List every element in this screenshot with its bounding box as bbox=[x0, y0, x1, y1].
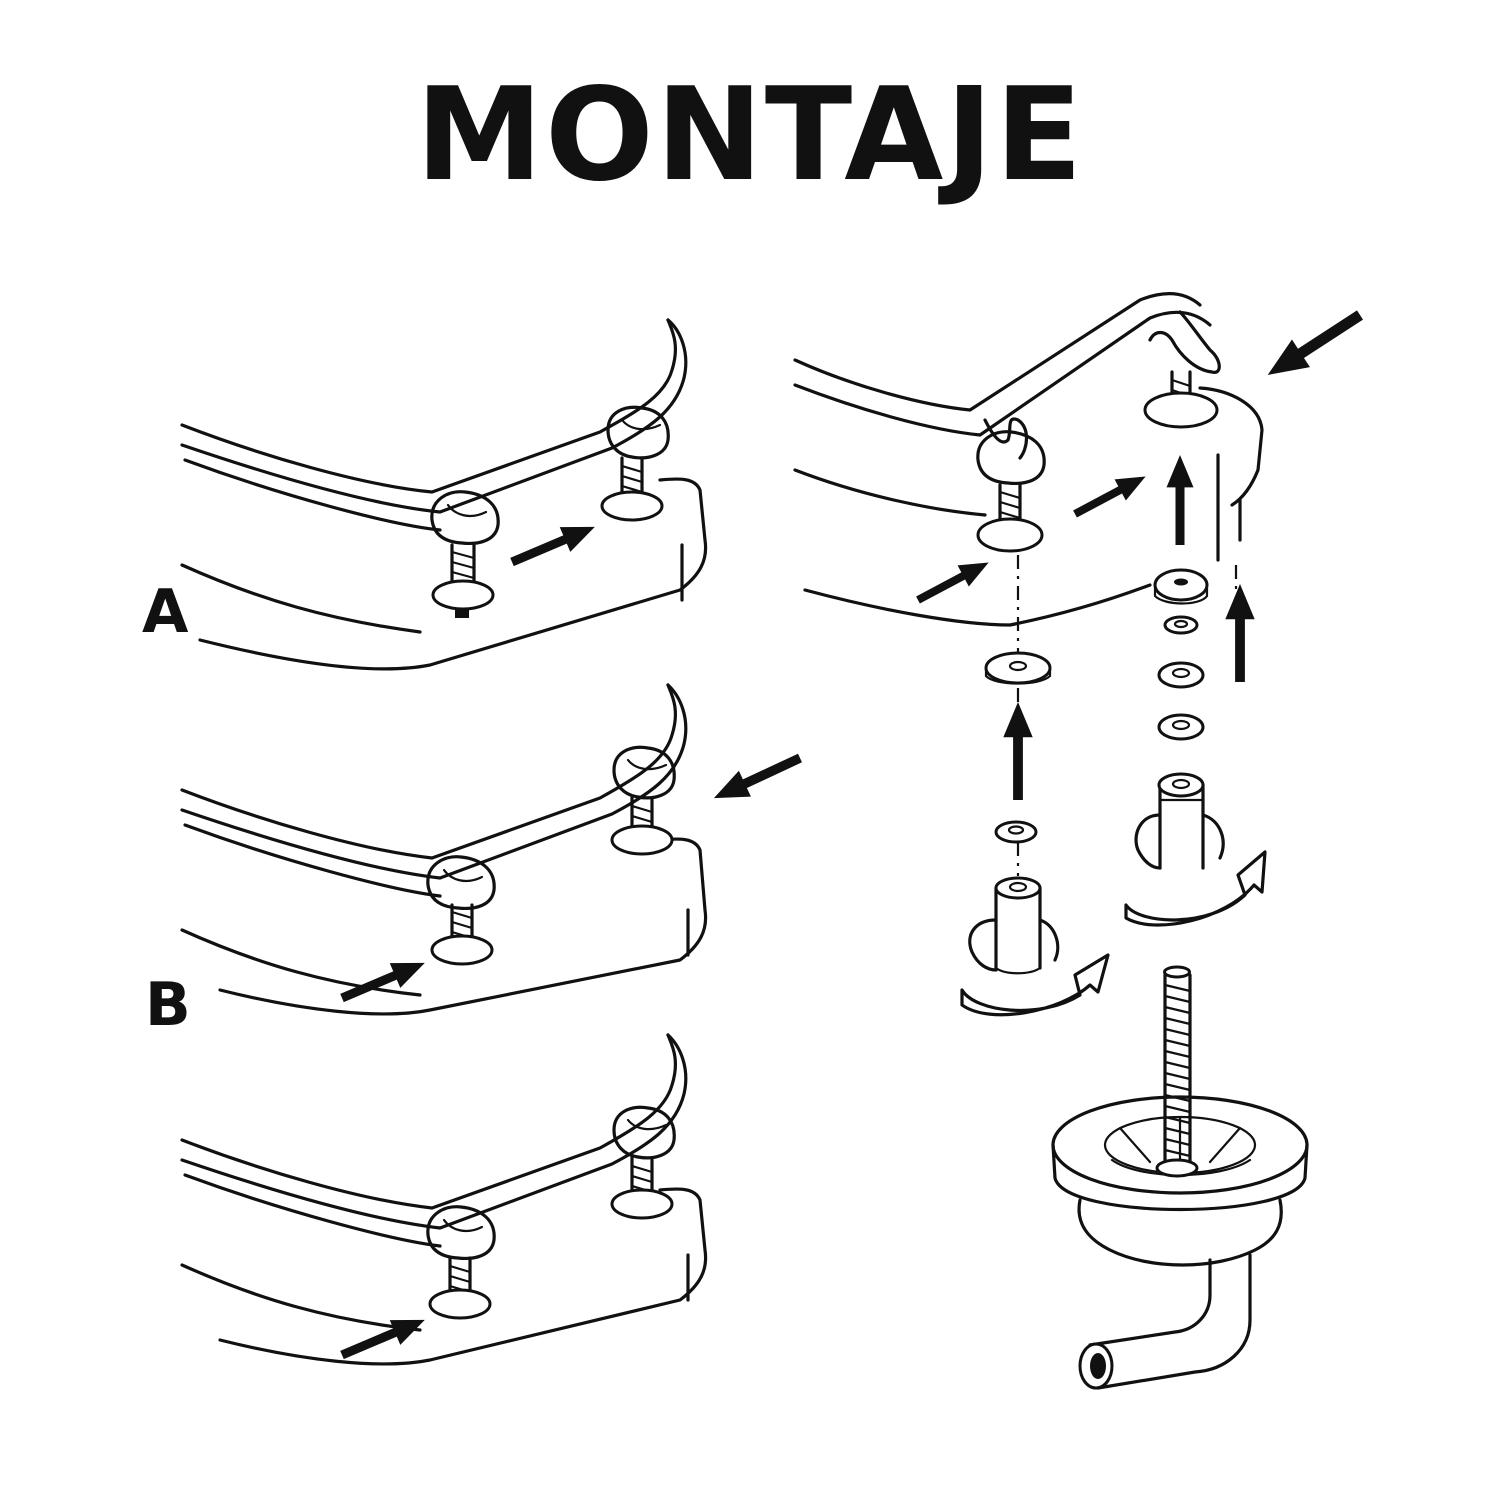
bolt-icon bbox=[610, 1156, 674, 1220]
bolt-icon bbox=[610, 796, 674, 856]
washer-icon bbox=[984, 651, 1052, 685]
pipe-icon bbox=[1078, 1253, 1252, 1390]
arrow-icon bbox=[1069, 465, 1152, 525]
expansion-plug-icon bbox=[1134, 772, 1225, 870]
hinge-left-c bbox=[426, 1205, 496, 1261]
rubber-grommet-icon bbox=[1051, 1095, 1309, 1267]
page-title: MONTAJE bbox=[415, 61, 1085, 210]
arrow-icon bbox=[1225, 584, 1255, 682]
arrow-icon bbox=[1166, 455, 1194, 545]
bolt-icon bbox=[600, 456, 664, 522]
expansion-plug-icon bbox=[968, 876, 1060, 975]
bolt-icon bbox=[1143, 370, 1219, 429]
panel-b bbox=[180, 683, 807, 1016]
bolt-icon bbox=[430, 903, 494, 966]
rotation-arrow-icon bbox=[960, 953, 1110, 1017]
toilet-lid-b bbox=[180, 683, 708, 1016]
toilet-lid-exploded bbox=[793, 292, 1264, 627]
toilet-lid-c bbox=[180, 1033, 708, 1366]
toilet-lid-a bbox=[180, 318, 708, 671]
hinge-right-b bbox=[612, 745, 676, 800]
long-bolt-icon bbox=[1163, 965, 1192, 1172]
bolt-icon bbox=[431, 543, 495, 618]
panel-a bbox=[180, 318, 708, 671]
arrow-icon bbox=[336, 1307, 431, 1368]
arrow-icon bbox=[336, 950, 431, 1011]
hinge-right-exploded bbox=[1148, 310, 1221, 374]
arrow-icon bbox=[912, 551, 995, 611]
hinge-left-b bbox=[426, 855, 496, 911]
step-label-a: A bbox=[142, 577, 189, 647]
washer-icon bbox=[994, 820, 1038, 844]
step-label-b: B bbox=[145, 970, 191, 1040]
washer-icon bbox=[1157, 661, 1205, 689]
hinge-right-a bbox=[606, 405, 670, 460]
washer-icon bbox=[1153, 568, 1209, 605]
washer-icon bbox=[1163, 615, 1199, 635]
hinge-left-a bbox=[430, 490, 500, 546]
washer-icon bbox=[1157, 713, 1205, 741]
hinge-right-c bbox=[612, 1105, 676, 1160]
bolt-icon bbox=[428, 1256, 492, 1320]
arrow-icon bbox=[1003, 702, 1033, 800]
arrow-icon bbox=[707, 745, 807, 812]
arrow-icon bbox=[1258, 301, 1369, 389]
rotation-arrow-icon bbox=[1124, 850, 1267, 927]
hinge-left-exploded bbox=[976, 417, 1046, 486]
bolt-icon bbox=[976, 483, 1044, 553]
arrow-icon bbox=[506, 514, 601, 575]
exploded-view bbox=[793, 292, 1369, 1390]
panel-c bbox=[180, 1033, 708, 1368]
